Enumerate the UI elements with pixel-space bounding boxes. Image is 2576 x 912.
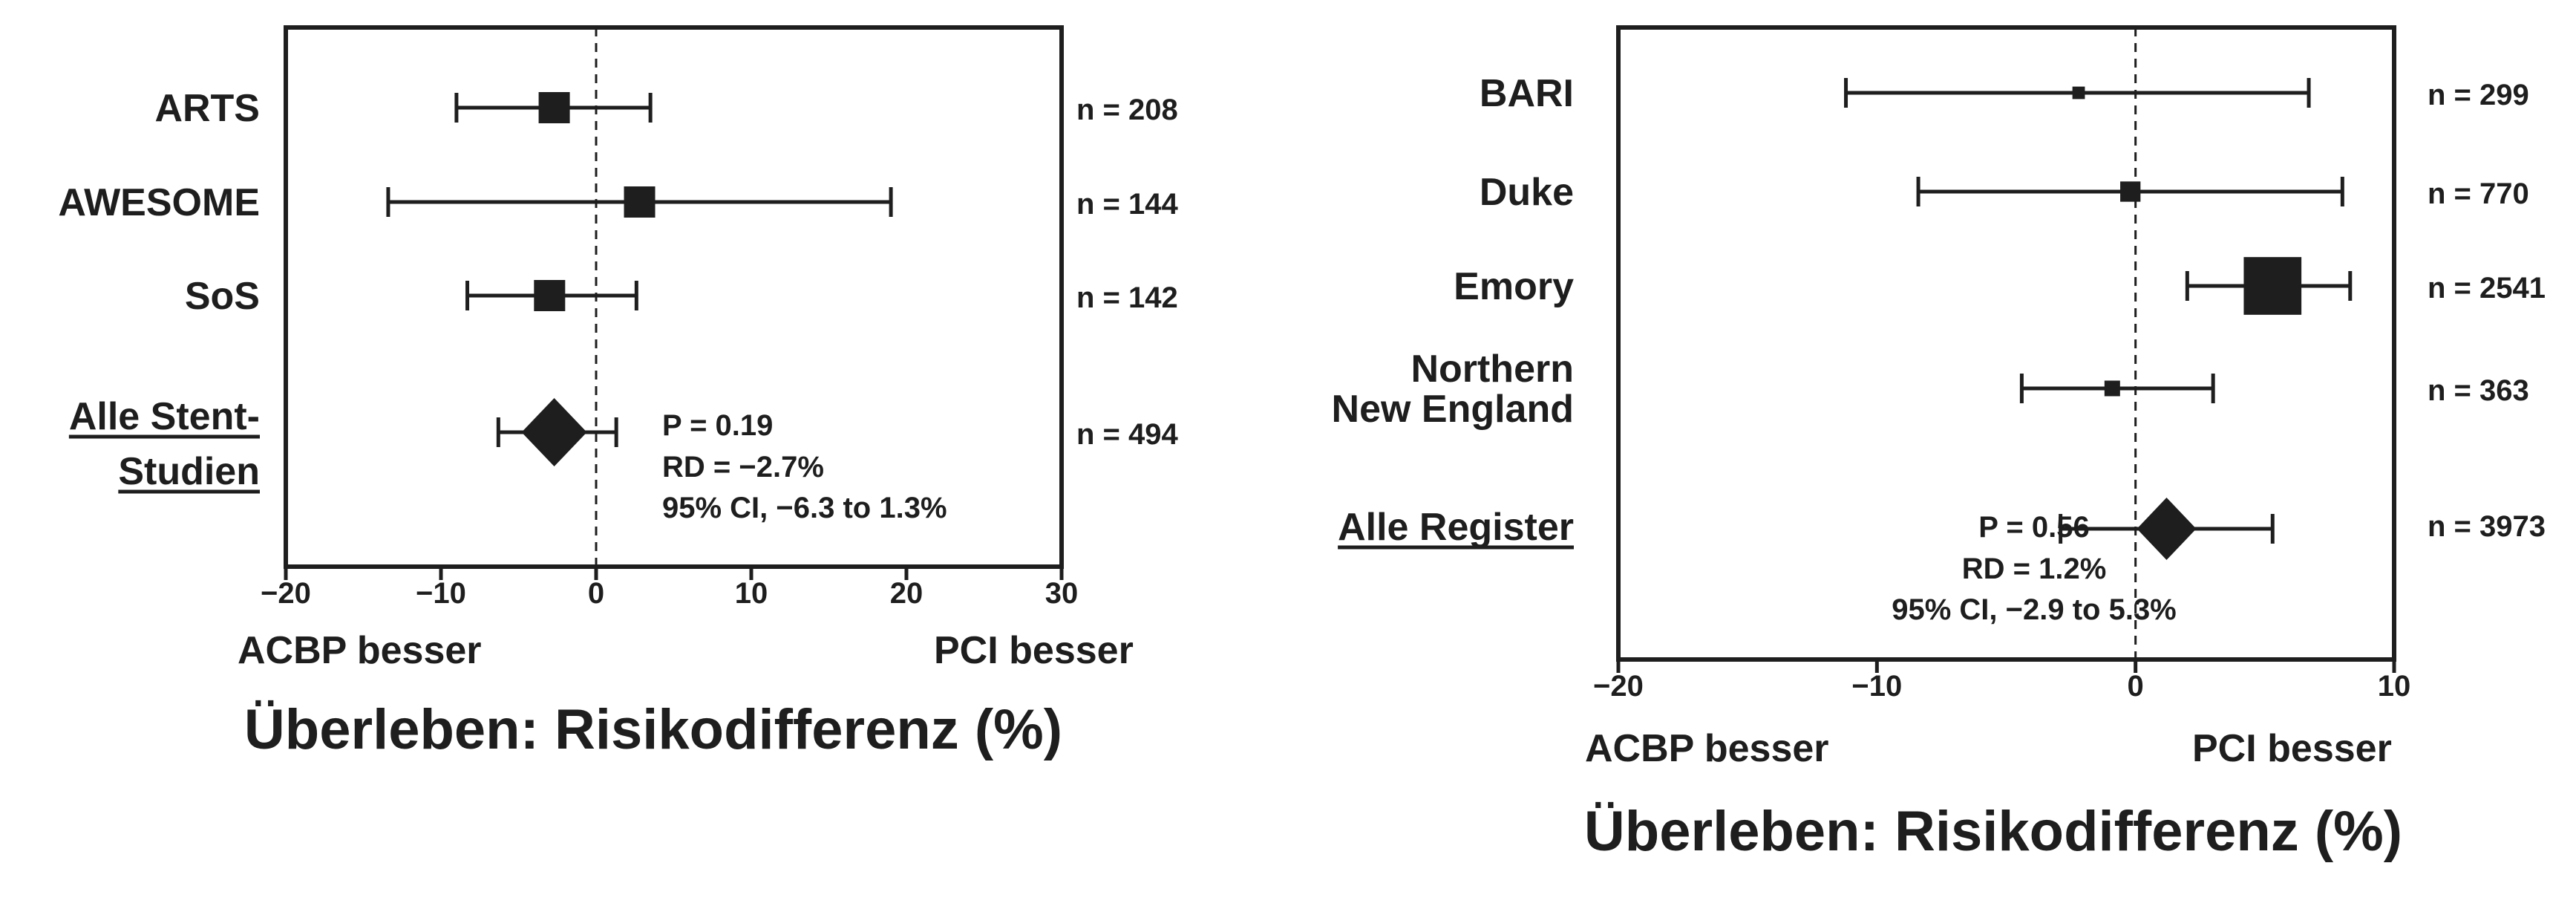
study-label: ARTS	[154, 87, 260, 130]
sample-size-label: n = 299	[2428, 79, 2529, 111]
x-tick-label: 0	[2128, 670, 2144, 703]
x-tick-label: −10	[416, 577, 466, 610]
study-label: BARI	[1480, 72, 1574, 115]
plot-frame	[1616, 25, 2396, 662]
pooled-sample-size-label: n = 3973	[2428, 510, 2546, 543]
x-tick-label: 30	[1045, 577, 1079, 610]
left-direction-label: ACBP besser	[1585, 727, 1829, 770]
point-estimate-square	[2243, 257, 2302, 315]
point-estimate-square	[2120, 181, 2141, 202]
study-label: Northern	[1410, 348, 1574, 391]
study-label: New England	[1332, 388, 1574, 431]
pooled-label: Alle Register	[1338, 506, 1574, 549]
point-estimate-square	[538, 92, 570, 123]
x-tick-label: −20	[261, 577, 311, 610]
pooled-statistic: RD = −2.7%	[662, 451, 824, 483]
left-direction-label: ACBP besser	[238, 629, 482, 672]
sample-size-label: n = 2541	[2428, 272, 2546, 304]
pooled-statistic: P = 0.56	[1978, 511, 2089, 544]
x-tick-label: 10	[2378, 670, 2411, 703]
sample-size-label: n = 363	[2428, 374, 2529, 407]
pooled-label: Alle Stent-	[69, 395, 260, 438]
right-direction-label: PCI besser	[934, 629, 1134, 672]
pooled-estimate-diamond	[521, 398, 587, 466]
pooled-statistic: 95% CI, −2.9 to 5.3%	[1892, 593, 2177, 626]
point-estimate-square	[534, 280, 566, 311]
sample-size-label: n = 142	[1076, 281, 1178, 314]
x-axis-title: Überleben: Risikodifferenz (%)	[244, 698, 1062, 761]
study-label: AWESOME	[58, 181, 260, 224]
sample-size-label: n = 144	[1076, 188, 1179, 221]
pooled-estimate-diamond	[2137, 498, 2197, 560]
x-axis-title: Überleben: Risikodifferenz (%)	[1584, 800, 2402, 863]
x-tick-label: 20	[890, 577, 923, 610]
pooled-statistic: RD = 1.2%	[1962, 553, 2107, 585]
point-estimate-square	[2104, 380, 2120, 397]
point-estimate-square	[2072, 86, 2085, 100]
plot-frame	[284, 25, 1064, 569]
study-label: Emory	[1454, 265, 1574, 308]
x-tick-label: 0	[588, 577, 604, 610]
pooled-sample-size-label: n = 494	[1076, 418, 1179, 451]
x-tick-label: 10	[735, 577, 768, 610]
pooled-statistic: P = 0.19	[662, 409, 773, 442]
pooled-statistic: 95% CI, −6.3 to 1.3%	[662, 492, 947, 524]
sample-size-label: n = 770	[2428, 177, 2529, 210]
study-label: Duke	[1480, 171, 1574, 214]
x-tick-label: −10	[1851, 670, 1902, 703]
pooled-label: Studien	[118, 450, 260, 493]
right-direction-label: PCI besser	[2192, 727, 2392, 770]
point-estimate-square	[624, 186, 656, 218]
sample-size-label: n = 208	[1076, 94, 1178, 126]
x-tick-label: −20	[1593, 670, 1644, 703]
study-label: SoS	[185, 275, 260, 318]
